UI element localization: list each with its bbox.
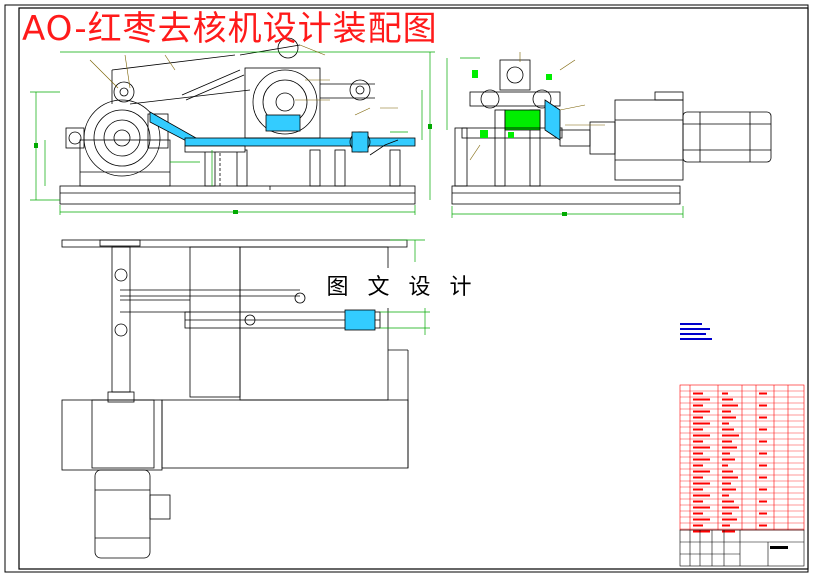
parts-list-entry-mark [722,404,738,407]
parts-list-entry-mark [693,470,710,473]
parts-list-entry-mark [693,458,710,461]
parts-list-entry-mark [722,494,729,497]
parts-list-entry-mark [722,524,730,527]
parts-list-entry-mark [759,440,767,443]
parts-list-entry-mark [722,398,733,401]
side-view [451,59,772,205]
base-frame [59,185,416,205]
parts-list-entry-mark [722,428,734,431]
parts-list-entry-mark [722,422,729,425]
parts-list-entry-mark [693,392,703,395]
front-view [59,37,416,205]
top-view [61,239,409,559]
right-roller [349,79,371,101]
small-pulley [113,81,135,103]
top-reducer [61,399,163,471]
parts-list-entry-mark [722,506,739,509]
front-dim-marks [34,124,432,214]
parts-list-entry-mark [722,416,736,419]
parts-list-entry-mark [693,410,710,413]
parts-list-entry-mark [693,488,703,491]
reducer-shaft-cap [65,127,85,149]
work-table [184,137,416,147]
parts-list-entry-mark [759,392,767,395]
parts-list-entry-mark [722,458,735,461]
drawing-title: AO-红枣去核机设计装配图 [22,9,438,49]
parts-list-entry-mark [722,500,734,503]
parts-list-entry-mark [693,482,710,485]
parts-list-entry-mark [693,416,703,419]
parts-list-entry-mark [693,404,703,407]
parts-list-entry-mark [693,494,710,497]
parts-list-entry-mark [693,440,703,443]
parts-list-entry-mark [759,524,767,527]
parts-list-entry-mark [693,524,703,527]
reducer-wheel [83,99,161,177]
technical-notes [680,323,712,340]
parts-list-entry-mark [693,506,710,509]
title-block [679,529,805,567]
parts-list-entry-mark [693,446,710,449]
parts-list-entry-mark [759,512,767,515]
parts-list-entry-mark [759,464,767,467]
parts-list-entry-mark [759,404,767,407]
top-dimensions [380,239,430,335]
parts-list-entry-mark [693,464,703,467]
parts-list-entry-mark [722,392,728,395]
parts-list-entry-mark [722,476,738,479]
parts-list-entry-mark [693,500,703,503]
parts-list-entry-mark [693,398,710,401]
parts-list-entry-mark [722,518,737,521]
side-base [451,185,681,205]
parts-list-rows [680,390,804,533]
parts-list-entry-mark [722,410,731,413]
parts-list-entry-mark [759,452,767,455]
parts-list-entry-mark [759,500,767,503]
side-leaders [469,52,605,161]
parts-list-entry-mark [693,434,710,437]
parts-list-entry-mark [693,530,710,533]
parts-list-entry-mark [722,530,735,533]
reducer-housing [79,139,171,187]
parts-list-entry-mark [759,416,767,419]
side-reducer [614,99,684,181]
cutter-housing [244,67,321,139]
parts-list-entry-mark [693,428,703,431]
parts-list-entry-mark [693,476,703,479]
parts-list-entry-mark [722,470,733,473]
parts-list-entry-mark [759,476,767,479]
parts-list-entry-mark [693,452,703,455]
parts-list-entry-mark [722,488,736,491]
top-motor [94,469,151,559]
parts-list-entry-mark [722,482,731,485]
side-dimensions [446,57,684,218]
parts-list-entry-mark [693,422,710,425]
cutter-wheel [252,69,318,135]
side-motor [682,111,772,163]
parts-list-entry-mark [693,518,710,521]
side-highlights [472,70,552,138]
front-leaders [89,44,398,116]
parts-list-entry-mark [759,488,767,491]
parts-list-entry-mark [759,428,767,431]
parts-list-entry-mark [722,512,732,515]
parts-list-entry-mark [693,512,703,515]
drawing-number-mark [770,546,788,549]
front-dimensions [30,51,435,215]
parts-list-entry-mark [722,464,728,467]
watermark: 图 文 设 计 [318,268,486,308]
parts-list-entry-mark [722,440,732,443]
parts-list-entry-mark [722,446,737,449]
parts-list-entry-mark [722,434,739,437]
inner-border [18,7,809,570]
parts-list-entry-mark [722,452,730,455]
